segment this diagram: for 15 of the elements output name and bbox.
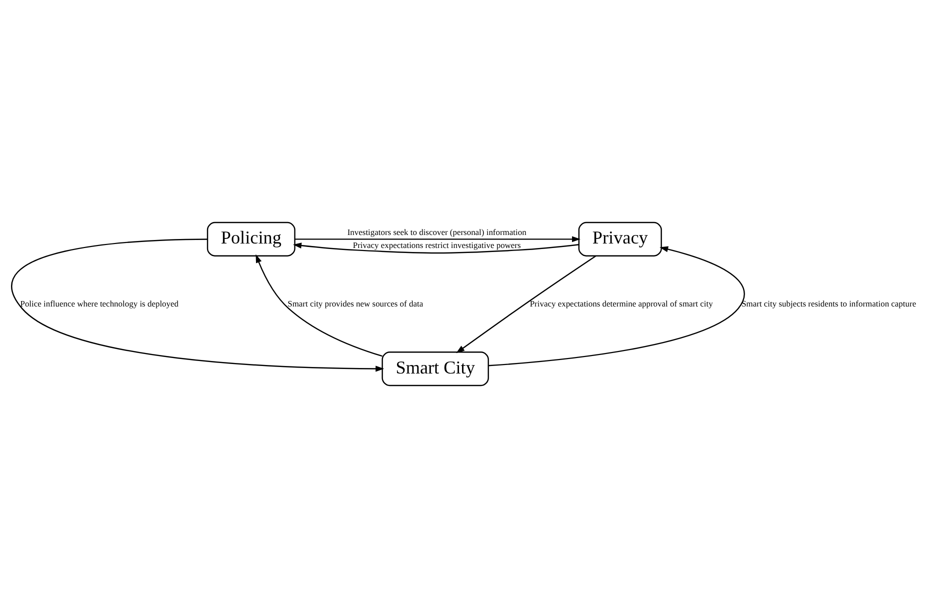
edge-label: Smart city subjects residents to information capture	[741, 298, 916, 308]
node-box: Policing	[206, 221, 295, 256]
node-box: Privacy	[578, 221, 662, 256]
edge-label: Privacy expectations determine approval of smart city	[529, 298, 712, 308]
arrow	[456, 254, 596, 353]
arrow	[294, 236, 580, 242]
arrow	[292, 242, 578, 254]
node-box: Smart City	[381, 351, 488, 386]
edge-label: Smart city provides new sources of data	[287, 298, 423, 308]
arrow	[11, 238, 384, 372]
edge-label: Police influence where technology is deployed	[20, 298, 178, 308]
arrow	[488, 246, 744, 366]
edge-label: Investigators seek to discover (personal) information	[346, 226, 526, 237]
arrow	[255, 254, 382, 356]
edge-label: Privacy expectations restrict investigative powers	[352, 239, 520, 250]
